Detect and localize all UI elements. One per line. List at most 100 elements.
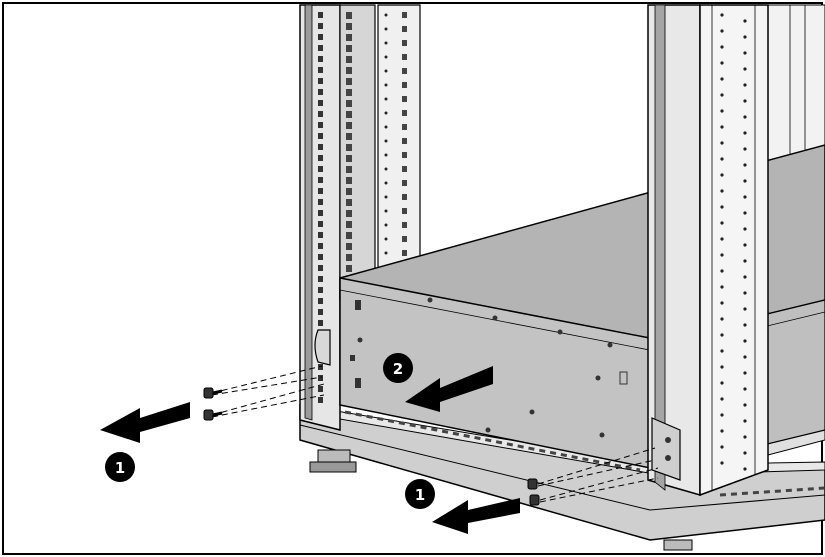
rack-slot xyxy=(402,194,407,200)
rack-slot xyxy=(402,138,407,144)
rack-hole xyxy=(720,269,724,273)
rack-slot xyxy=(402,110,407,116)
rack-slot xyxy=(346,45,352,52)
rack-slot xyxy=(346,232,352,239)
rack-slot xyxy=(346,34,352,41)
rack-slot xyxy=(346,23,352,30)
rack-hole xyxy=(384,181,388,185)
rack-slot xyxy=(402,68,407,74)
rack-hole xyxy=(720,381,724,385)
rack-hole xyxy=(743,115,747,119)
rack-slot xyxy=(346,100,352,107)
rack-slot xyxy=(318,67,323,73)
rack-hole xyxy=(743,323,747,327)
rack-hole xyxy=(743,419,747,423)
left-mounting-ear xyxy=(314,329,331,366)
rack-hole xyxy=(743,35,747,39)
rack-rail-inner-left xyxy=(339,4,376,306)
rack-hole xyxy=(384,69,388,73)
rack-hole xyxy=(720,253,724,257)
rack-slot xyxy=(402,208,407,214)
rack-slot xyxy=(318,276,323,282)
rack-hole xyxy=(720,429,724,433)
step-callout-2: 2 xyxy=(383,353,413,383)
rack-hole xyxy=(743,275,747,279)
rack-hole xyxy=(720,173,724,177)
rack-slot xyxy=(318,45,323,51)
rack-hole xyxy=(743,467,747,471)
rack-hole xyxy=(384,195,388,199)
rack-slot xyxy=(318,56,323,62)
rack-hole xyxy=(720,301,724,305)
rack-hole xyxy=(743,227,747,231)
rack-slot xyxy=(318,89,323,95)
arrow-icon-bottom xyxy=(432,498,520,534)
rack-slot xyxy=(346,155,352,162)
rack-hole xyxy=(720,285,724,289)
rack-slot xyxy=(346,122,352,129)
rack-slot xyxy=(318,265,323,271)
rack-slot xyxy=(346,188,352,195)
rack-hole xyxy=(743,307,747,311)
rack-hole xyxy=(384,153,388,157)
screw-icon xyxy=(203,387,223,399)
rack-hole xyxy=(384,41,388,45)
rack-slot xyxy=(346,243,352,250)
rack-hole xyxy=(743,387,747,391)
rack-hole xyxy=(384,83,388,87)
rack-hole xyxy=(743,291,747,295)
rack-slot xyxy=(318,23,323,29)
screw-icon xyxy=(529,494,540,506)
rack-slot xyxy=(318,210,323,216)
rack-hole xyxy=(384,139,388,143)
arrow-icon-chassis xyxy=(405,366,493,412)
rack-hole xyxy=(743,355,747,359)
rack-hole xyxy=(743,179,747,183)
rack-hole xyxy=(720,413,724,417)
rack-slot xyxy=(318,133,323,139)
rack-slot xyxy=(402,26,407,32)
step-number: 2 xyxy=(393,360,403,378)
rack-slot xyxy=(346,89,352,96)
rack-slot xyxy=(346,199,352,206)
rack-hole xyxy=(720,237,724,241)
rack-slot xyxy=(318,111,323,117)
rack-hole xyxy=(720,109,724,113)
rack-hole xyxy=(384,167,388,171)
rack-hole xyxy=(384,125,388,129)
rack-post-right xyxy=(647,4,769,497)
rack-slot xyxy=(402,54,407,60)
rack-slot xyxy=(402,250,407,256)
rack-slot xyxy=(318,12,323,18)
rack-hole xyxy=(720,189,724,193)
rack-slot xyxy=(318,397,323,403)
rack-slot xyxy=(346,144,352,151)
arrow-icon-left xyxy=(100,402,190,443)
rack-hole xyxy=(743,83,747,87)
screw-group-right xyxy=(527,447,659,506)
rack-hole xyxy=(720,221,724,225)
rack-slot xyxy=(402,12,407,18)
rack-rail-back xyxy=(377,4,421,271)
rack-slot xyxy=(346,133,352,140)
rack-hole xyxy=(384,13,388,17)
rack-hole xyxy=(743,19,747,23)
rack-slot xyxy=(318,122,323,128)
rack-hole xyxy=(384,251,388,255)
rack-slot xyxy=(402,124,407,130)
rack-slot xyxy=(402,40,407,46)
rack-hole xyxy=(720,157,724,161)
rack-slot xyxy=(346,210,352,217)
rack-hole xyxy=(384,209,388,213)
rack-slot xyxy=(346,78,352,85)
rack-hole xyxy=(743,371,747,375)
rack-slot xyxy=(402,82,407,88)
leveling-foot-right xyxy=(663,539,693,551)
rack-slot xyxy=(318,166,323,172)
rack-slot xyxy=(318,254,323,260)
rack-slot xyxy=(346,12,352,19)
rack-slot xyxy=(318,199,323,205)
rack-hole xyxy=(384,111,388,115)
screw-group-left xyxy=(203,365,325,421)
